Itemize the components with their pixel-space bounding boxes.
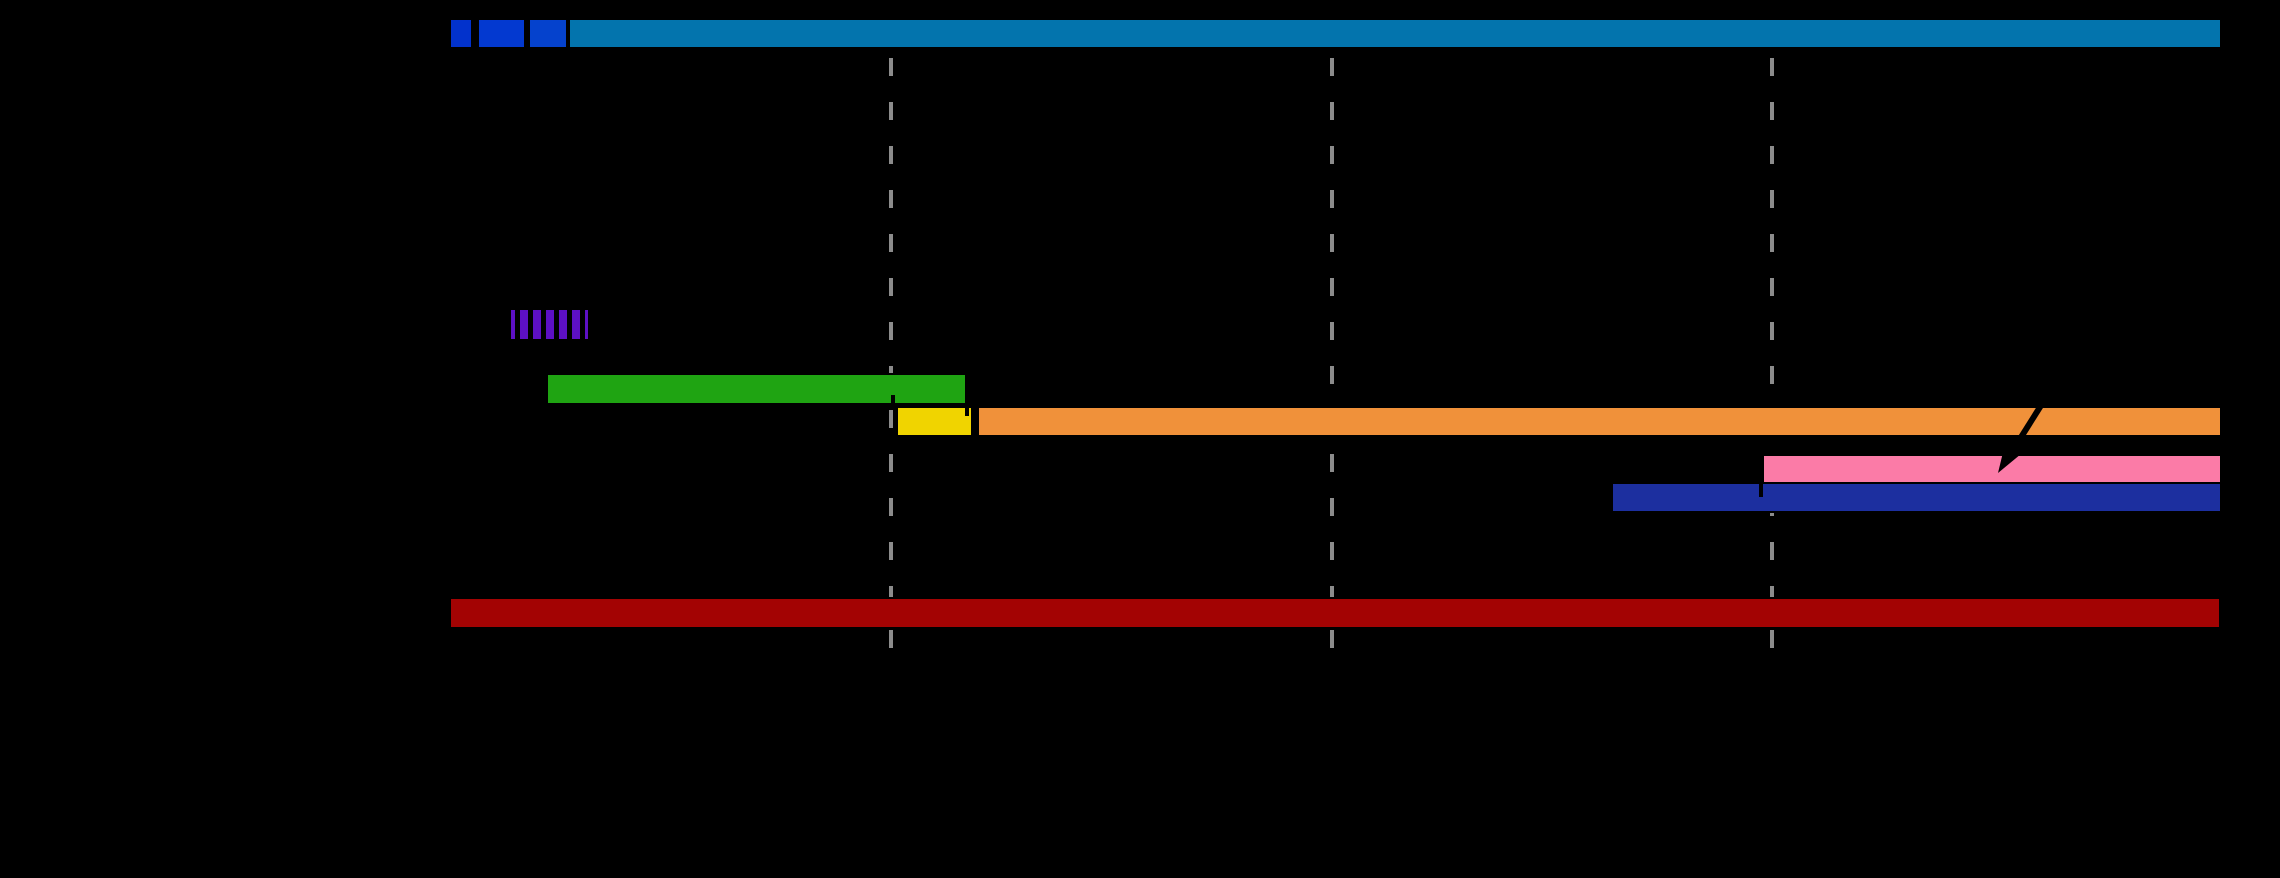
tick-green-bottom — [891, 395, 895, 404]
segment-blue-3 — [528, 18, 568, 49]
bar-darkred — [449, 597, 2221, 629]
bar-orange — [977, 406, 2222, 437]
bar-green — [546, 373, 967, 405]
bar-pink — [1762, 454, 2222, 484]
tick-navy-top — [1759, 483, 1763, 497]
segment-blue-1 — [449, 18, 473, 49]
tick-yellow-top — [965, 407, 969, 416]
annotation-arrow-line — [2010, 386, 2055, 452]
annotation-arrow-head — [1998, 444, 2021, 473]
bar-teal — [568, 18, 2222, 49]
segment-blue-2 — [477, 18, 526, 49]
bar-navy — [1611, 482, 2222, 513]
bar-yellow — [896, 406, 973, 437]
bar-purple-hatched — [511, 310, 588, 339]
